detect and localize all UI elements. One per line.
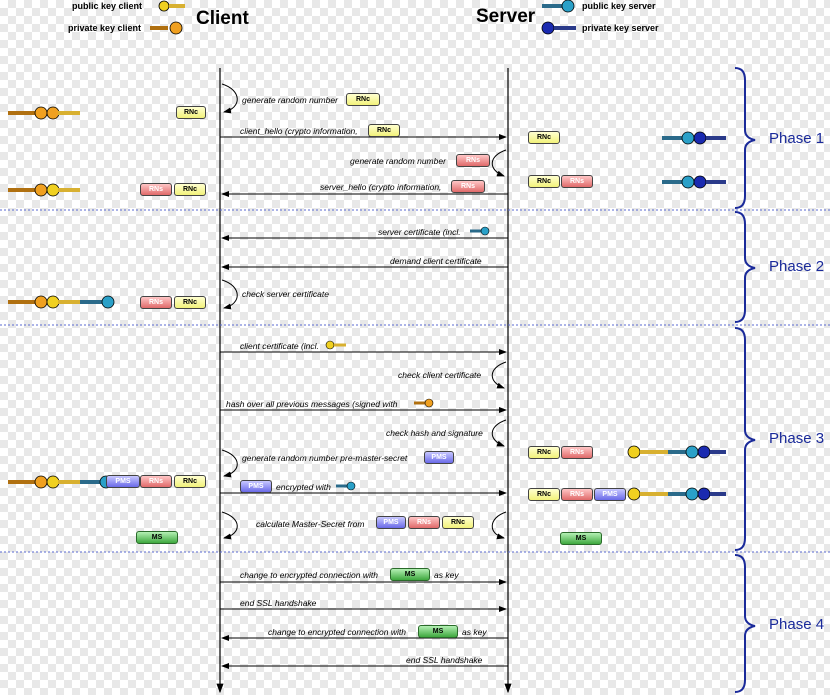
- message-arrows: [220, 83, 508, 669]
- server-token-rnc: RNc: [528, 131, 560, 144]
- client-header: Client: [196, 8, 249, 29]
- client-token-rns: RNs: [140, 296, 172, 309]
- server-token-rns: RNs: [561, 488, 593, 501]
- token-pms: PMS: [376, 516, 406, 529]
- phase-2-label: Phase 2: [769, 258, 825, 275]
- msg-server-hello: server_hello (crypto information,: [320, 182, 442, 192]
- server-token-rnc: RNc: [528, 446, 560, 459]
- legend-public-key-server: public key server: [582, 1, 656, 11]
- msg-encrypted-with: encrypted with: [276, 482, 331, 492]
- msg-client-certificate: client certificate (incl.: [240, 341, 319, 351]
- msg-check-server-certificate: check server certificate: [242, 289, 329, 299]
- msg-end-handshake-server: end SSL handshake: [406, 655, 483, 665]
- token-ms: MS: [418, 625, 458, 638]
- client-token-rnc: RNc: [174, 296, 206, 309]
- server-token-rnc: RNc: [528, 175, 560, 188]
- msg-generate-random-server: generate random number: [350, 156, 446, 166]
- msg-generate-random-client: generate random number: [242, 95, 338, 105]
- msg-end-handshake-client: end SSL handshake: [240, 598, 317, 608]
- server-header: Server: [476, 6, 536, 27]
- legend-private-key-server: private key server: [582, 23, 659, 33]
- msg-hash-previous-messages: hash over all previous messages (signed …: [226, 399, 398, 409]
- msg-change-encrypted-client: change to encrypted connection with: [240, 570, 378, 580]
- legend-key-icons: [150, 0, 576, 35]
- token-rnc: RNc: [346, 93, 380, 106]
- token-rnc: RNc: [368, 124, 400, 137]
- client-token-rnc: RNc: [174, 183, 206, 196]
- phase-4-label: Phase 4: [769, 616, 825, 633]
- client-token-ms: MS: [136, 531, 178, 544]
- token-pms: PMS: [240, 480, 272, 493]
- legend-public-key-client: public key client: [72, 1, 143, 11]
- client-token-rns: RNs: [140, 475, 172, 488]
- client-token-rnc: RNc: [176, 106, 206, 119]
- server-token-rnc: RNc: [528, 488, 560, 501]
- token-rns: RNs: [408, 516, 440, 529]
- msg-demand-client-certificate: demand client certificate: [390, 256, 482, 266]
- phase-braces: [734, 67, 756, 693]
- legend-private-key-client: private key client: [68, 23, 142, 33]
- server-token-rns: RNs: [561, 446, 593, 459]
- msg-as-key: as key: [434, 570, 459, 580]
- phase-1-label: Phase 1: [769, 130, 825, 147]
- client-token-rns: RNs: [140, 183, 172, 196]
- inline-key-icons: [325, 226, 490, 491]
- msg-check-client-certificate: check client certificate: [398, 370, 482, 380]
- phase-3-label: Phase 3: [769, 430, 825, 447]
- token-rns: RNs: [451, 180, 485, 193]
- client-token-rnc: RNc: [174, 475, 206, 488]
- client-token-pms: PMS: [106, 475, 140, 488]
- token-rnc: RNc: [442, 516, 474, 529]
- token-pms: PMS: [424, 451, 454, 464]
- client-key-icons: [8, 106, 115, 489]
- msg-client-hello: client_hello (crypto information,: [240, 126, 358, 136]
- msg-change-encrypted-server: change to encrypted connection with: [268, 627, 406, 637]
- server-token-ms: MS: [560, 532, 602, 545]
- server-token-rns: RNs: [561, 175, 593, 188]
- msg-calculate-master-secret: calculate Master-Secret from: [256, 519, 365, 529]
- token-rns: RNs: [456, 154, 490, 167]
- msg-server-certificate: server certificate (incl.: [378, 227, 461, 237]
- msg-generate-pms: generate random number pre-master-secret: [242, 453, 408, 463]
- msg-as-key: as key: [462, 627, 487, 637]
- token-ms: MS: [390, 568, 430, 581]
- server-key-icons: [627, 131, 726, 501]
- server-token-pms: PMS: [594, 488, 626, 501]
- msg-check-hash-signature: check hash and signature: [386, 428, 483, 438]
